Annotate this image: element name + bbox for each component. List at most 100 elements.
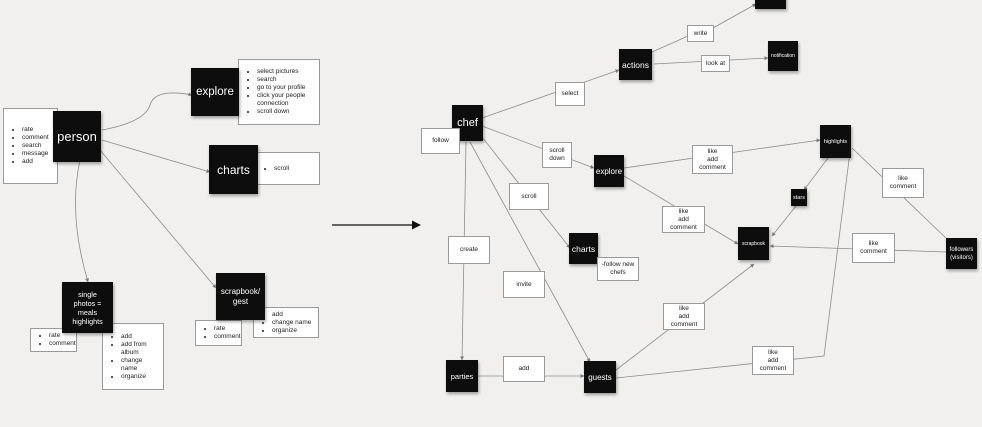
write-label: write — [693, 29, 708, 37]
edge-chef-actions — [481, 69, 620, 119]
stars-note: stars — [791, 189, 807, 206]
like-add-comment-bottom-label: like add comment — [759, 348, 787, 372]
edge-person-scrapbook — [99, 149, 217, 289]
person-actions-card: ratecommentsearchmessageadd — [3, 108, 58, 184]
invite-card: invite — [503, 271, 545, 298]
scroll-down-card: scroll down — [542, 142, 572, 168]
parties-note: parties — [446, 360, 478, 392]
list-item: select pictures — [257, 68, 315, 76]
list-item: scroll down — [257, 108, 315, 116]
charts-note: charts — [209, 145, 258, 194]
like-add-comment-top-card: like add comment — [692, 145, 733, 174]
chef-label: chef — [457, 117, 478, 129]
invite-label: invite — [516, 280, 532, 288]
edge-person-single — [75, 159, 89, 283]
follow-card: follow — [421, 128, 460, 154]
create-label: create — [459, 246, 479, 253]
explore-note: explore — [191, 68, 239, 116]
edge-highlights-stars — [803, 157, 829, 191]
edge-person-explore — [101, 92, 193, 131]
list-item: comment — [214, 333, 241, 341]
scrapbook-rate-card: ratecomment — [195, 320, 242, 346]
edge-write-top — [712, 3, 757, 29]
stars-label: stars — [793, 194, 805, 201]
single-photos-add-list: addadd from albumchange nameorganize — [107, 333, 159, 381]
charts-label: charts — [217, 162, 250, 177]
charts-actions-list: scroll — [260, 165, 289, 173]
write-card: write — [687, 25, 714, 42]
like-comment-mid-card: like comment — [852, 233, 895, 263]
top-note — [755, 0, 786, 9]
like-add-comment-top-label: like add comment — [699, 147, 726, 171]
guests-note: guests — [584, 361, 616, 393]
follow-new-chefs-label: -follow new chefs — [601, 261, 635, 276]
scroll-down-label: scroll down — [549, 147, 565, 162]
list-item: comment — [22, 134, 49, 142]
list-item: add — [272, 311, 311, 319]
list-item: organize — [272, 327, 311, 335]
look-at-label: look at — [705, 59, 726, 67]
scrapbook-right-note: scrapbook — [738, 227, 769, 260]
followers-note: followers (visitors) — [946, 238, 977, 269]
scrapbook-add-list: addchange nameorganize — [258, 311, 311, 335]
explore-right-note: explore — [594, 155, 624, 187]
list-item: organize — [121, 373, 159, 381]
list-item: message — [22, 150, 49, 158]
list-item: add — [22, 158, 49, 166]
actions-label: actions — [622, 59, 649, 70]
scrapbook-gest-label: scrapbook/ gest — [220, 286, 261, 306]
scroll-card: scroll — [509, 183, 549, 210]
charts-right-label: charts — [571, 243, 596, 254]
select-label: select — [561, 90, 579, 97]
like-add-comment-mid-card: like add comment — [662, 206, 705, 233]
person-label: person — [57, 129, 97, 144]
edge-stars-scrapbook — [771, 205, 797, 237]
notification-label: notification — [771, 53, 795, 59]
list-item: click your people connection — [257, 92, 315, 108]
scroll-label: scroll — [521, 192, 537, 200]
list-item: change name — [121, 357, 159, 373]
single-photos-label: single photos = meals highlights — [72, 289, 103, 326]
like-comment-mid-label: like comment — [860, 240, 887, 255]
scrapbook-right-label: scrapbook — [741, 240, 766, 247]
add-label: add — [518, 365, 530, 372]
edge-person-charts — [101, 139, 211, 173]
notification-note: notification — [768, 41, 798, 71]
guests-label: guests — [588, 372, 612, 382]
add-card: add — [503, 356, 545, 382]
actions-note: actions — [619, 49, 652, 80]
edge-chef-guests — [469, 141, 591, 363]
follow-new-chefs-card: -follow new chefs — [597, 257, 639, 281]
charts-actions-card: scroll — [255, 152, 320, 185]
scrapbook-rate-list: ratecomment — [200, 325, 241, 341]
highlights-label: highlights — [823, 138, 848, 145]
like-add-comment-low-card: like add comment — [663, 303, 705, 330]
list-item: change name — [272, 319, 311, 327]
parties-label: parties — [450, 371, 474, 381]
single-photos-add-card: addadd from albumchange nameorganize — [102, 323, 164, 390]
follow-label: follow — [432, 137, 449, 144]
create-card: create — [448, 236, 490, 264]
list-item: add from album — [121, 341, 159, 357]
list-item: scroll — [274, 165, 289, 173]
explore-actions-card: select picturessearchgo to your profilec… — [238, 59, 320, 125]
list-item: rate — [49, 332, 76, 340]
like-add-comment-bottom-card: like add comment — [752, 346, 794, 375]
edge-actions-write — [651, 35, 689, 53]
followers-label: followers (visitors) — [949, 246, 974, 261]
edge-chef-explore — [481, 125, 595, 169]
explore-label: explore — [196, 86, 234, 98]
look-at-card: look at — [701, 55, 730, 72]
list-item: search — [257, 76, 315, 84]
select-card: select — [555, 82, 585, 106]
single-photos-rate-list: ratecomment — [35, 332, 76, 348]
person-actions-list: ratecommentsearchmessageadd — [8, 126, 49, 166]
list-item: comment — [49, 340, 76, 348]
list-item: rate — [22, 126, 49, 134]
list-item: add — [121, 333, 159, 341]
list-item: go to your profile — [257, 84, 315, 92]
like-add-comment-low-label: like add comment — [670, 304, 698, 328]
like-add-comment-mid-label: like add comment — [670, 207, 697, 231]
person-note: person — [53, 111, 101, 162]
edge-guests-highlights — [615, 151, 852, 379]
